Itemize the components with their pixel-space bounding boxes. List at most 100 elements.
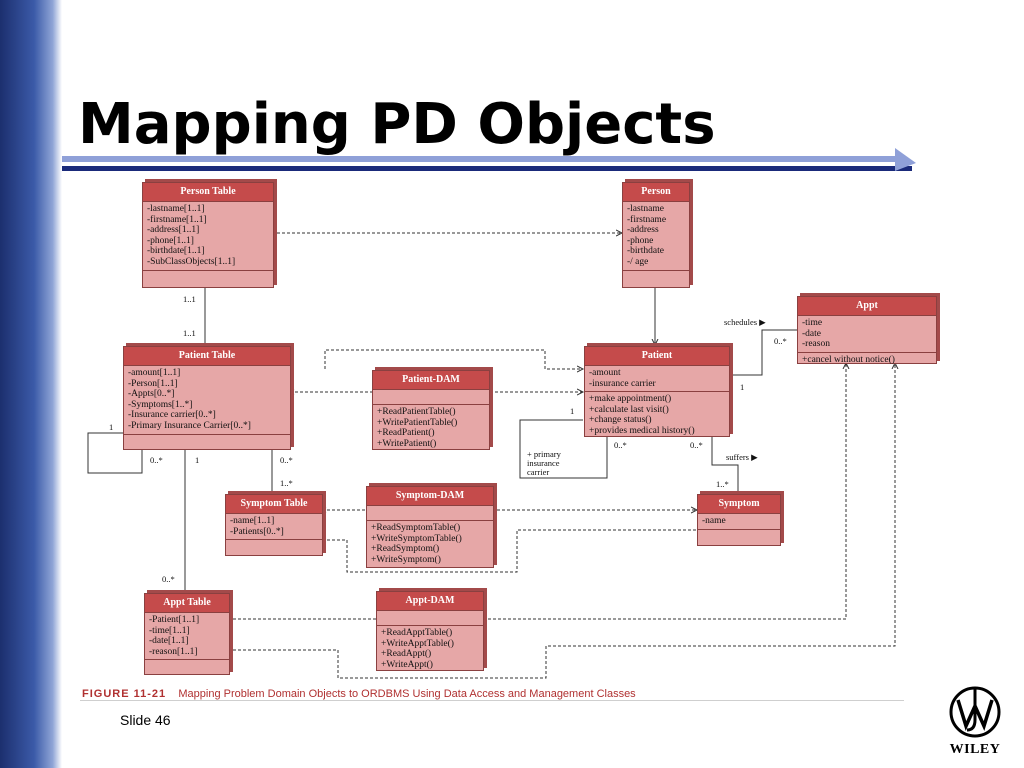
- person-class: Person -lastname -firstname -address -ph…: [622, 182, 690, 288]
- attribute: -date: [802, 328, 821, 339]
- operation: +provides medical history(): [589, 425, 695, 436]
- operation: +ReadApptTable(): [381, 628, 453, 638]
- attributes-section: -lastname -firstname -address -phone -bi…: [623, 202, 689, 271]
- operation: +ReadPatientTable(): [377, 407, 456, 417]
- attributes-section: -time -date -reason: [798, 316, 936, 353]
- operations-section: +ReadApptTable() +WriteApptTable() +Read…: [377, 626, 483, 672]
- caption-label: FIGURE 11-21: [82, 688, 167, 700]
- class-name: Symptom: [698, 495, 780, 514]
- operation: +WriteApptTable(): [381, 638, 454, 649]
- slide-number: Slide 46: [120, 712, 171, 728]
- attribute: -amount: [589, 368, 621, 378]
- appt-dam-class: Appt-DAM +ReadApptTable() +WriteApptTabl…: [376, 591, 484, 671]
- operations-section: [145, 660, 229, 672]
- patient-table-patient-dependency-top: [324, 349, 583, 369]
- appt-class: Appt -time -date -reason +cancel without…: [797, 296, 937, 365]
- operation: +change status(): [589, 415, 652, 426]
- attributes-section: -name[1..1] -Patients[0..*]: [226, 514, 322, 541]
- primary-insurance-role: + primary insurance carrier: [527, 450, 561, 477]
- attributes-section: -amount -insurance carrier: [585, 366, 729, 393]
- title-underline-arrow: [62, 148, 916, 171]
- patient-dam-class: Patient-DAM +ReadPatientTable() +WritePa…: [372, 370, 490, 450]
- class-name: Person: [623, 183, 689, 202]
- attributes-section: -amount[1..1] -Person[1..1] -Appts[0..*]…: [124, 366, 290, 435]
- operations-section: +make appointment() +calculate last visi…: [585, 392, 729, 438]
- patient-table-self-association: [87, 432, 143, 474]
- multiplicity-label: 1: [740, 382, 745, 392]
- multiplicity-label: 1: [570, 406, 575, 416]
- attribute: -Symptoms[1..*]: [128, 399, 193, 410]
- attribute: -insurance carrier: [589, 378, 656, 389]
- attribute: -firstname: [627, 214, 667, 225]
- role-line: + primary: [527, 449, 561, 459]
- operations-section: [623, 271, 689, 283]
- class-name: Appt Table: [145, 594, 229, 613]
- appt-dam-dependency: [228, 363, 846, 619]
- attribute: -birthdate: [627, 246, 664, 257]
- attribute: -amount[1..1]: [128, 368, 181, 378]
- operations-section: [124, 435, 290, 447]
- multiplicity-label: 1..1: [183, 294, 196, 304]
- symptom-table-class: Symptom Table -name[1..1] -Patients[0..*…: [225, 494, 323, 556]
- multiplicity-label: 1: [195, 455, 200, 465]
- class-name: Appt-DAM: [377, 592, 483, 611]
- operation: +WritePatientTable(): [377, 417, 458, 428]
- attributes-section: -lastname[1..1] -firstname[1..1] -addres…: [143, 202, 273, 271]
- class-name: Patient: [585, 347, 729, 366]
- attributes-section: [373, 390, 489, 405]
- wiley-logo-icon: [949, 686, 1001, 738]
- multiplicity-label: 1..*: [716, 479, 729, 489]
- attribute: -reason[1..1]: [149, 646, 198, 657]
- multiplicity-label: 1: [109, 422, 114, 432]
- symptom-dam-class: Symptom-DAM +ReadSymptomTable() +WriteSy…: [366, 486, 494, 568]
- schedules-label: schedules ▶: [724, 317, 766, 327]
- patient-class: Patient -amount -insurance carrier +make…: [584, 346, 730, 437]
- operation: +ReadAppt(): [381, 649, 432, 660]
- attribute: -Patients[0..*]: [230, 526, 284, 537]
- attributes-section: [367, 506, 493, 521]
- class-name: Patient-DAM: [373, 371, 489, 390]
- caption-text: Mapping Problem Domain Objects to ORDBMS…: [178, 688, 636, 700]
- operation: +WriteSymptomTable(): [371, 533, 462, 544]
- attribute: -time: [802, 318, 823, 328]
- attribute: -reason: [802, 339, 830, 350]
- attribute: -lastname: [627, 204, 664, 214]
- operation: +make appointment(): [589, 394, 672, 405]
- attribute: -Insurance carrier[0..*]: [128, 410, 216, 421]
- operation: +calculate last visit(): [589, 404, 669, 415]
- attribute: -lastname[1..1]: [147, 204, 205, 214]
- appt-table-class: Appt Table -Patient[1..1] -time[1..1] -d…: [144, 593, 230, 675]
- class-name: Patient Table: [124, 347, 290, 366]
- multiplicity-label: 1..*: [280, 478, 293, 488]
- attribute: -Appts[0..*]: [128, 389, 175, 400]
- operation: +WriteSymptom(): [371, 554, 441, 565]
- multiplicity-label: 0..*: [280, 455, 293, 465]
- figure-caption: FIGURE 11-21 Mapping Problem Domain Obje…: [82, 688, 636, 700]
- attribute: -phone: [627, 235, 654, 246]
- class-name: Symptom-DAM: [367, 487, 493, 506]
- attributes-section: [377, 611, 483, 626]
- operations-section: +ReadPatientTable() +WritePatientTable()…: [373, 405, 489, 451]
- multiplicity-label: 0..*: [774, 336, 787, 346]
- attribute: -Primary Insurance Carrier[0..*]: [128, 420, 251, 431]
- class-name: Person Table: [143, 183, 273, 202]
- operation: +ReadSymptom(): [371, 544, 440, 555]
- role-line: insurance: [527, 458, 560, 468]
- multiplicity-label: 1..1: [183, 328, 196, 338]
- symptom-class: Symptom -name: [697, 494, 781, 546]
- attribute: -Person[1..1]: [128, 378, 178, 389]
- attribute: -Patient[1..1]: [149, 615, 200, 625]
- caption-divider: [80, 700, 904, 701]
- wiley-logo-text: WILEY: [949, 742, 1001, 757]
- operation: +WriteAppt(): [381, 659, 433, 670]
- attribute: -time[1..1]: [149, 625, 190, 636]
- role-line: carrier: [527, 467, 550, 477]
- class-name: Appt: [798, 297, 936, 316]
- operations-section: [143, 271, 273, 283]
- multiplicity-label: 0..*: [614, 440, 627, 450]
- attribute: -name[1..1]: [230, 516, 275, 526]
- attribute: -SubClassObjects[1..1]: [147, 256, 236, 267]
- attributes-section: -Patient[1..1] -time[1..1] -date[1..1] -…: [145, 613, 229, 661]
- sidebar-gradient: [0, 0, 62, 768]
- attribute: -firstname[1..1]: [147, 214, 207, 225]
